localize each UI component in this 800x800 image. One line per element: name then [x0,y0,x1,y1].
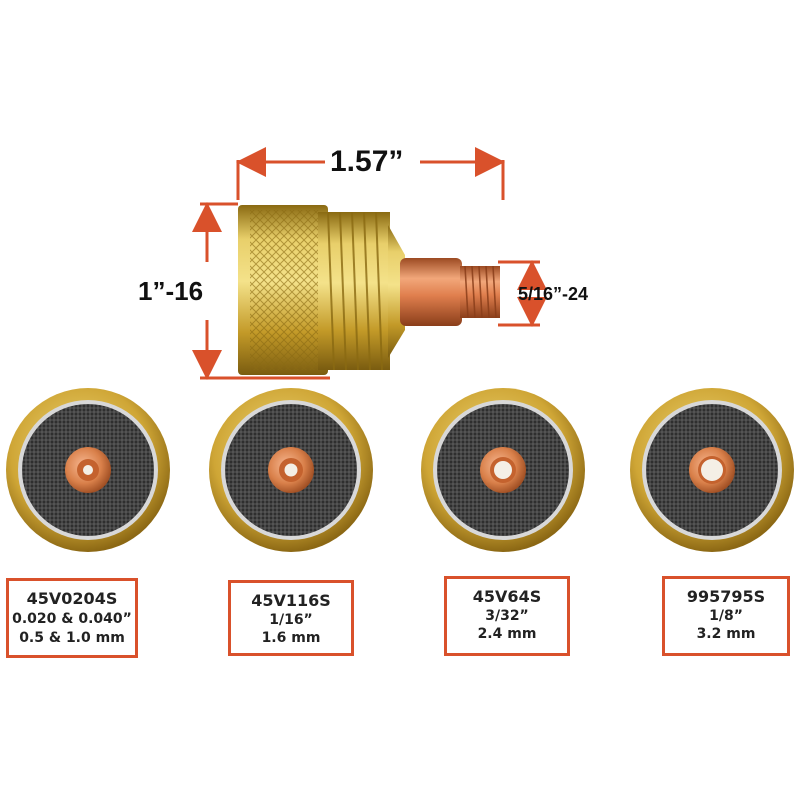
size-inch: 3/32” [485,608,529,624]
stud-thread-label: 5/16”-24 [518,284,589,304]
size-mm: 0.5 & 1.0 mm [19,630,125,646]
size-inch: 0.020 & 0.040” [12,611,132,627]
size-mm: 1.6 mm [261,630,321,646]
part-label-4: 995795S 1/8” 3.2 mm [662,576,790,656]
size-mm: 3.2 mm [696,626,756,642]
part-number: 45V0204S [26,589,118,608]
front-view-4 [630,388,794,552]
length-label: 1.57” [330,145,404,178]
length-dimension [236,147,505,200]
part-label-1: 45V0204S 0.020 & 0.040” 0.5 & 1.0 mm [6,578,138,658]
size-mm: 2.4 mm [477,626,537,642]
part-label-3: 45V64S 3/32” 2.4 mm [444,576,570,656]
size-inch: 1/16” [269,612,313,628]
stud-thread-dimension [498,260,547,327]
part-number: 45V116S [251,591,331,610]
part-number: 45V64S [472,587,542,606]
front-view-2 [209,388,373,552]
body-thread-dimension [192,202,330,380]
front-view-1 [6,388,170,552]
gas-lens-side-view [238,205,500,375]
part-label-2: 45V116S 1/16” 1.6 mm [228,580,354,656]
front-view-3 [421,388,585,552]
part-number: 995795S [686,587,766,606]
size-inch: 1/8” [709,608,743,624]
body-thread-label: 1”-16 [138,276,204,306]
